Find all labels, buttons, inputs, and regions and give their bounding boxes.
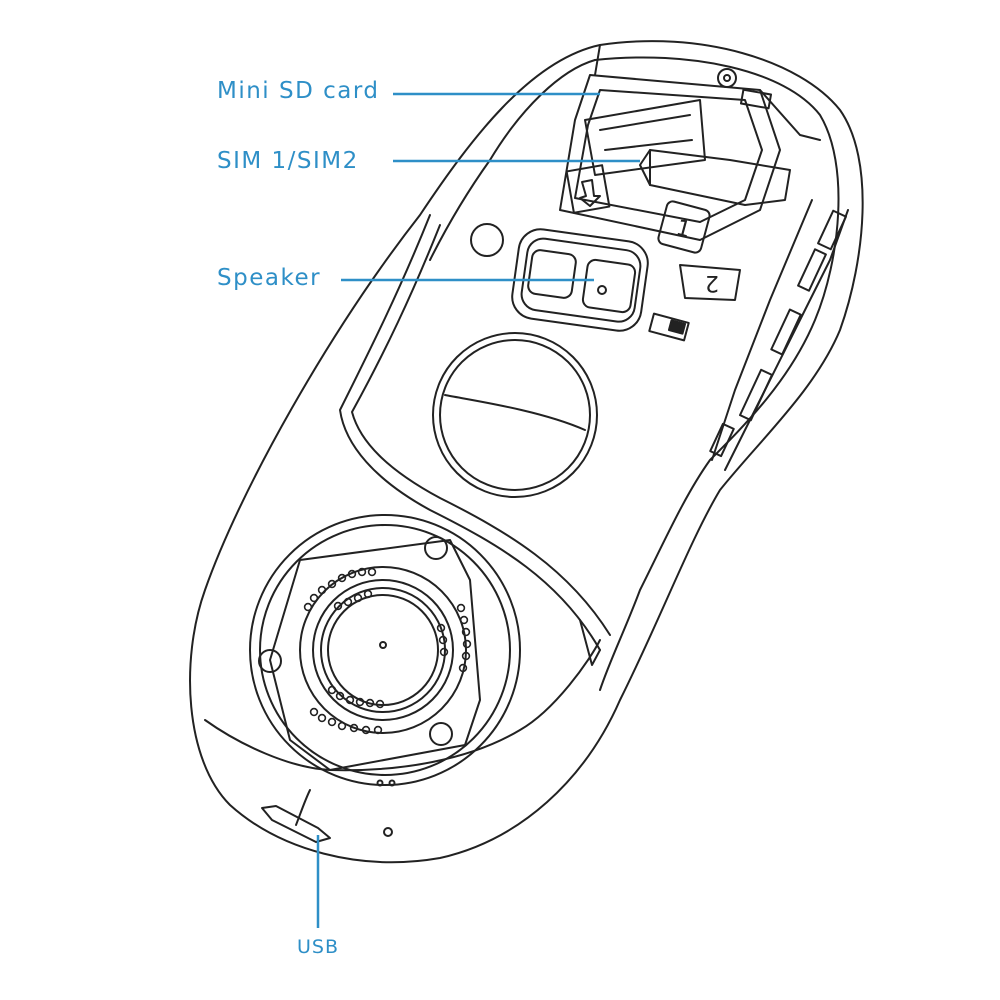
- speaker-cell-right: [581, 258, 637, 314]
- lens-ring-2: [259, 524, 511, 776]
- sim1-digit: 1: [673, 216, 693, 244]
- device-outer-shell: [189, 40, 864, 864]
- lens-screw-top: [424, 536, 448, 560]
- sd-arrow-marker: [565, 164, 611, 214]
- mini-sd-label: Mini SD card: [217, 78, 380, 104]
- side-rail-outer: [724, 209, 849, 471]
- side-vent-1: [817, 209, 847, 251]
- card-tray: [559, 74, 781, 241]
- center-button-line: [444, 394, 586, 431]
- lens-ring-6: [327, 594, 439, 706]
- sim-label: SIM 1/SIM2: [217, 148, 359, 174]
- status-dot-1: [376, 779, 384, 787]
- lens-plate: [269, 539, 481, 771]
- side-vent-5: [709, 422, 735, 458]
- status-dot-2: [388, 779, 396, 787]
- center-button-inner: [439, 339, 591, 491]
- sim-card: [649, 149, 791, 206]
- top-round-button: [470, 223, 504, 257]
- sim2-digit: 2: [705, 270, 719, 295]
- tray-screw-center: [723, 74, 731, 82]
- lens-screw-bottom: [429, 722, 453, 746]
- usb-label: USB: [297, 936, 340, 958]
- mini-sd-slot-lip: [599, 114, 693, 151]
- sim2-marker: [679, 264, 741, 301]
- center-button-outer: [432, 332, 598, 498]
- speaker-housing: [511, 228, 649, 332]
- bottom-hole: [383, 827, 393, 837]
- card-tray-inner: [574, 89, 763, 223]
- compartment-outline: [594, 56, 840, 691]
- divider-cap: [579, 619, 601, 666]
- usb-port: [261, 805, 331, 843]
- speaker-label: Speaker: [217, 265, 322, 291]
- speaker-housing-inner: [520, 237, 642, 323]
- card-tray-back: [594, 44, 821, 141]
- side-vent-2: [797, 248, 827, 292]
- lens-ring-outer: [249, 514, 521, 786]
- tray-clip: [739, 88, 773, 110]
- side-vent-4: [738, 368, 774, 422]
- mini-sd-slot: [584, 99, 706, 176]
- small-switch: [648, 312, 690, 342]
- lens-center: [379, 641, 387, 649]
- sd-arrow-icon: [579, 179, 601, 207]
- side-rail: [711, 199, 813, 461]
- sim1-marker: [657, 200, 711, 254]
- small-switch-knob: [667, 319, 687, 335]
- lens-screw-left: [258, 649, 282, 673]
- speaker-cell-left: [527, 249, 577, 299]
- speaker-dot: [597, 285, 607, 295]
- mic-holes: [303, 567, 472, 735]
- bottom-cap-line: [204, 639, 601, 772]
- lens-ring-3: [299, 566, 467, 734]
- lens-ring-4: [312, 579, 454, 721]
- side-vent-3: [770, 308, 802, 356]
- callout-lines: [316, 92, 640, 928]
- bottom-seam: [295, 789, 311, 826]
- divider-strip: [339, 214, 601, 651]
- divider-strip-inner: [351, 224, 611, 636]
- lens-ring-5: [320, 587, 446, 713]
- tray-screw: [717, 68, 737, 88]
- sim-card-notch: [639, 149, 651, 186]
